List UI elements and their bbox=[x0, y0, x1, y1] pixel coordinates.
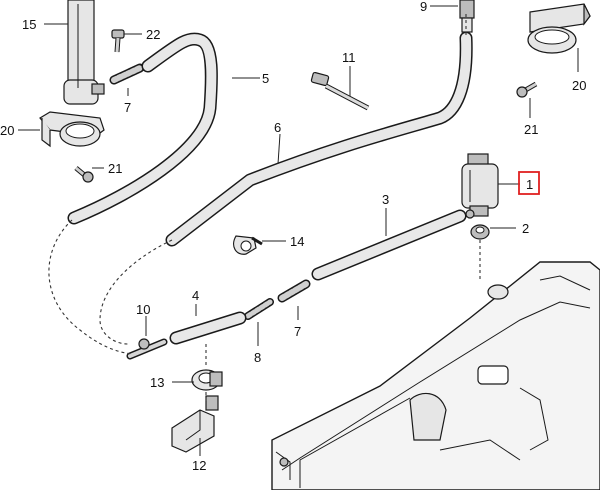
washer-pump[interactable] bbox=[461, 153, 499, 219]
callout-12: 12 bbox=[192, 458, 206, 473]
washer-fluid-reservoir[interactable] bbox=[271, 261, 600, 490]
callout-8: 8 bbox=[254, 350, 261, 365]
screw-left[interactable] bbox=[74, 166, 94, 183]
callout-1-highlight bbox=[518, 171, 540, 195]
check-valve[interactable] bbox=[126, 338, 168, 360]
callout-9: 9 bbox=[420, 0, 427, 14]
washer-nozzle-pipe[interactable] bbox=[63, 0, 105, 105]
hose-clamp[interactable] bbox=[191, 369, 223, 391]
callout-14: 14 bbox=[290, 234, 304, 249]
hose-3[interactable] bbox=[311, 209, 467, 281]
callout-4: 4 bbox=[192, 288, 199, 303]
callout-6: 6 bbox=[274, 120, 281, 135]
callout-21-right: 21 bbox=[524, 122, 538, 137]
hose-connector-lower[interactable] bbox=[277, 279, 311, 303]
callout-7-upper: 7 bbox=[124, 100, 131, 115]
hose-clip[interactable] bbox=[233, 235, 263, 255]
hose-5[interactable] bbox=[67, 32, 218, 225]
callout-20-right: 20 bbox=[572, 78, 586, 93]
screw-22[interactable] bbox=[111, 29, 125, 53]
callout-5: 5 bbox=[262, 71, 269, 86]
callout-22: 22 bbox=[146, 27, 160, 42]
holder-bracket[interactable] bbox=[171, 395, 219, 453]
callout-15: 15 bbox=[22, 17, 36, 32]
callout-13: 13 bbox=[150, 375, 164, 390]
callout-10: 10 bbox=[136, 302, 150, 317]
leader-lines bbox=[18, 5, 579, 456]
hose-connector-8[interactable] bbox=[244, 298, 274, 320]
callout-11: 11 bbox=[342, 50, 356, 65]
cable-tie[interactable] bbox=[310, 71, 370, 111]
callout-1[interactable]: 1 bbox=[526, 177, 533, 192]
nozzle-bracket-left[interactable] bbox=[39, 111, 105, 148]
hose-6[interactable] bbox=[165, 31, 473, 247]
grommet[interactable] bbox=[470, 224, 490, 240]
hose-connector-upper[interactable] bbox=[109, 63, 145, 85]
callout-20-left: 20 bbox=[0, 123, 14, 138]
callout-2: 2 bbox=[522, 221, 529, 236]
hose-connector-top[interactable] bbox=[459, 0, 475, 33]
callouts: 15 22 7 5 20 21 6 11 9 20 21 1 2 3 14 4 … bbox=[0, 0, 586, 473]
callout-3: 3 bbox=[382, 192, 389, 207]
routing-lines bbox=[48, 14, 481, 404]
hose-4[interactable] bbox=[169, 311, 247, 345]
callout-7-lower: 7 bbox=[294, 324, 301, 339]
callout-21-left: 21 bbox=[108, 161, 122, 176]
screw-right[interactable] bbox=[516, 81, 538, 98]
nozzle-bracket-right[interactable] bbox=[527, 3, 591, 54]
